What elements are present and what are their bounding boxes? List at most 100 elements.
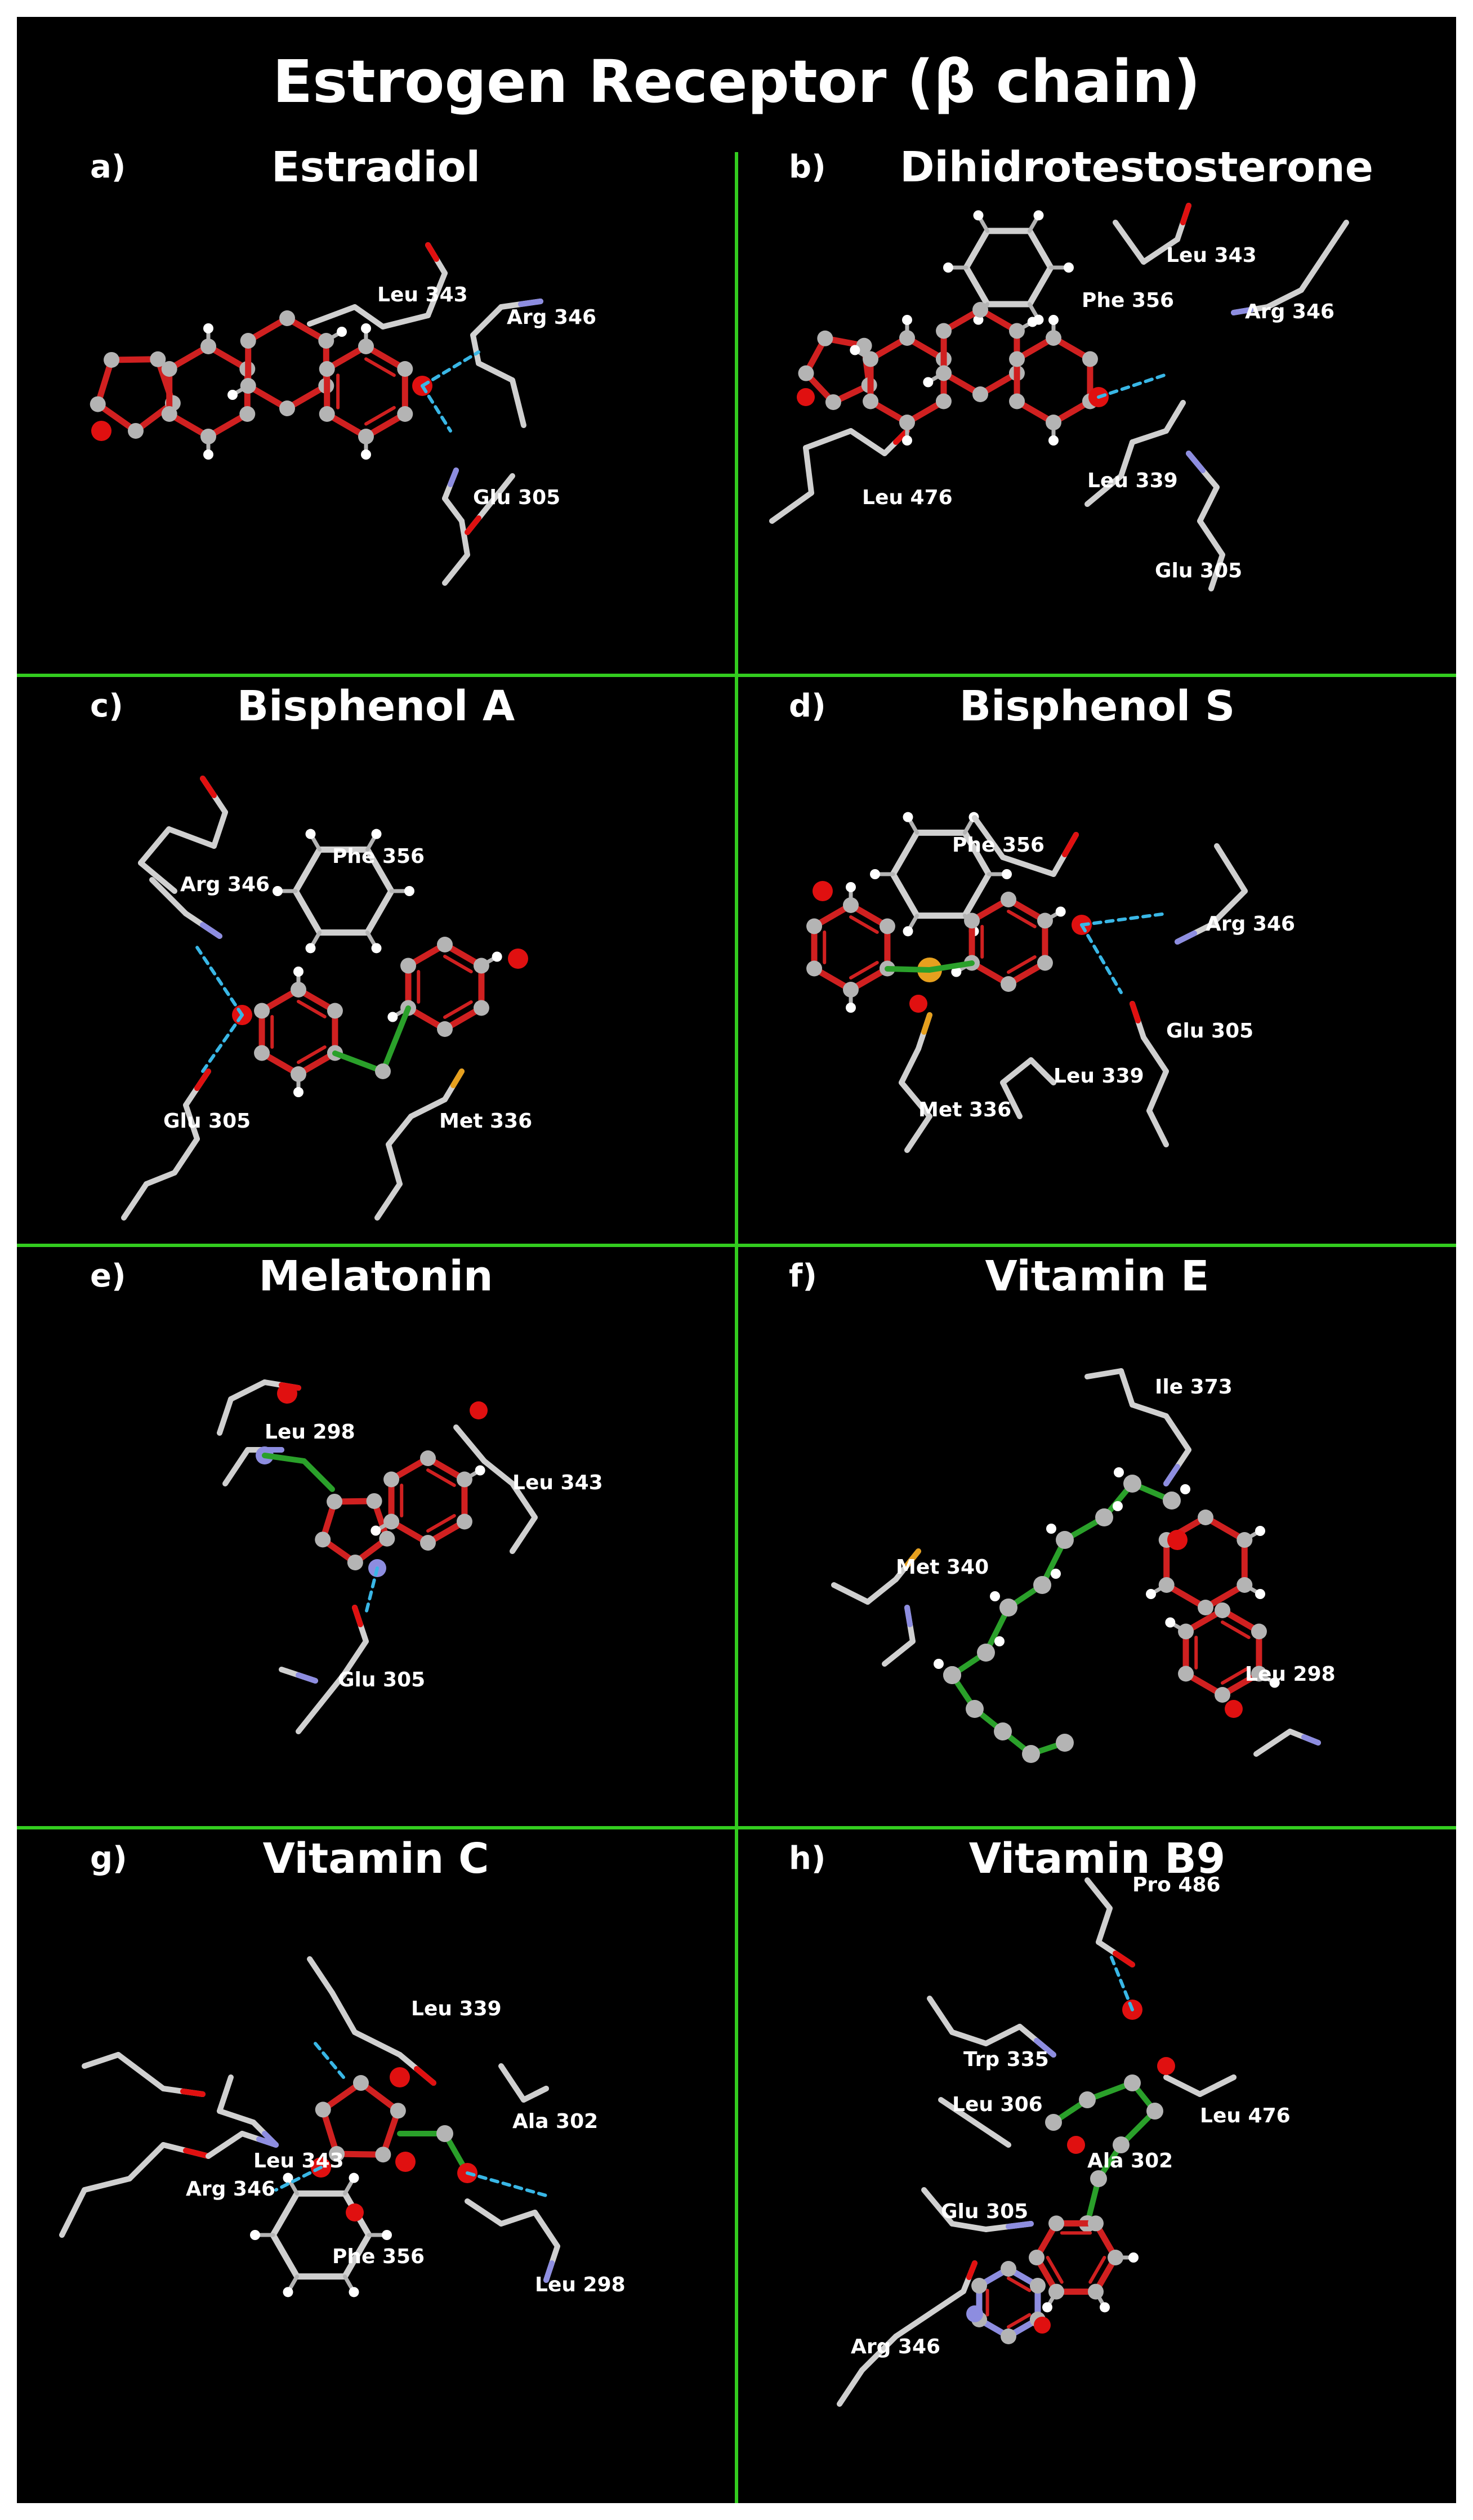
hydrogen-atom <box>1255 1589 1265 1599</box>
oxygen-atom <box>390 2067 410 2087</box>
aromatic-bond <box>364 357 396 377</box>
residue-stick <box>453 1424 487 1464</box>
residue-label: Arg 346 <box>507 306 596 329</box>
carbon-atom <box>1146 2103 1163 2120</box>
ring-bond <box>364 846 395 894</box>
panel-title: Vitamin B9 <box>968 1835 1226 1883</box>
chain-bond <box>301 1458 335 1492</box>
residue-stick-end <box>1175 930 1197 945</box>
residue-label: Leu 298 <box>265 1421 355 1444</box>
residue-stick <box>938 2097 977 2125</box>
residue-stick <box>459 518 470 558</box>
carbon-atom <box>161 406 177 422</box>
aromatic-bond <box>443 955 473 973</box>
carbon-atom <box>1009 393 1025 409</box>
hydrogen-atom <box>305 829 316 839</box>
residue-stick <box>82 2052 121 2069</box>
residue-stick <box>882 1639 916 1667</box>
residue-stick <box>1141 1035 1169 1074</box>
carbon-atom <box>943 1666 961 1684</box>
residue-label: Glu 305 <box>1155 559 1242 582</box>
panel-title: Vitamin E <box>985 1252 1209 1301</box>
carbon-atom <box>319 406 335 422</box>
residue-stick-end <box>296 1672 318 1684</box>
residue-stick-end <box>194 1068 211 1091</box>
hydrogen-atom <box>203 449 213 460</box>
carbon-atom <box>279 400 295 416</box>
hydrogen-atom <box>902 315 912 325</box>
carbon-atom <box>1198 1510 1213 1525</box>
hydrogen-atom <box>1146 1589 1157 1599</box>
hydrogen-atom <box>371 1525 381 1536</box>
residue-stick <box>1265 287 1304 310</box>
carbon-atom <box>375 1063 391 1079</box>
aromatic-bond <box>1221 1620 1251 1639</box>
carbon-atom <box>329 2146 345 2162</box>
residue-label: Leu 339 <box>1054 1065 1144 1088</box>
carbon-atom <box>1001 892 1016 907</box>
hydrogen-atom <box>951 967 962 977</box>
carbon-atom <box>966 1700 984 1718</box>
residue-label: Phe 356 <box>1082 289 1174 312</box>
residue-stick-end <box>448 468 459 487</box>
residue-stick-end <box>921 1012 932 1035</box>
hydrogen-bond <box>274 2166 323 2192</box>
carbon-atom <box>327 1493 343 1510</box>
residue-stick <box>831 1582 871 1605</box>
residue-label: Leu 343 <box>512 1471 603 1494</box>
residue-stick <box>1084 473 1124 507</box>
hydrogen-bond <box>195 946 244 1017</box>
hydrogen-bond <box>466 2171 548 2197</box>
residue-stick <box>1113 220 1146 265</box>
panel-letter: e) <box>90 1258 126 1294</box>
carbon-atom <box>420 1535 436 1551</box>
panel-title: Melatonin <box>258 1252 493 1301</box>
hydrogen-atom <box>293 967 303 977</box>
aromatic-bond <box>364 406 396 426</box>
residue-stick <box>121 1181 149 1221</box>
residue-stick <box>442 552 470 586</box>
residue-stick <box>476 360 515 383</box>
residue-stick <box>425 270 448 318</box>
hydrogen-atom <box>404 886 414 896</box>
residue-stick <box>949 2221 989 2232</box>
residue-stick-end <box>989 2131 1011 2148</box>
ring-bond <box>292 846 323 894</box>
residue-stick <box>307 1956 335 1996</box>
residue-stick <box>904 1114 932 1153</box>
aromatic-bond <box>849 915 879 934</box>
residue-stick <box>1000 1057 1034 1085</box>
residue-stick <box>183 1102 200 1142</box>
residue-stick <box>296 1700 324 1734</box>
carbon-atom <box>1079 2091 1096 2108</box>
residue-stick-end <box>450 1068 465 1088</box>
residue-stick-end <box>510 1531 526 1554</box>
residue-stick <box>172 1136 200 1176</box>
aromatic-bond <box>1088 2256 1106 2284</box>
carbon-atom <box>90 396 106 412</box>
residue-stick <box>127 2142 166 2181</box>
oxygen-atom <box>346 2203 364 2221</box>
oxygen-atom <box>395 2152 416 2172</box>
hydrogen-atom <box>1128 2252 1139 2263</box>
residue-stick <box>1146 1108 1169 1147</box>
residue-stick <box>1000 1080 1023 1119</box>
residue-label: Met 336 <box>439 1110 532 1133</box>
hydrogen-bond <box>314 2042 345 2079</box>
hydrogen-bond <box>421 384 452 433</box>
residue-stick <box>1214 843 1248 894</box>
residue-stick <box>217 2074 234 2114</box>
residue-stick <box>1130 1402 1169 1419</box>
ring-bond <box>364 888 395 936</box>
residue-label: Met 336 <box>918 1098 1011 1121</box>
residue-stick <box>442 496 465 524</box>
residue-stick <box>1197 484 1220 524</box>
residue-stick <box>848 428 887 456</box>
carbon-atom <box>806 960 823 977</box>
residue-stick-end <box>966 2260 977 2280</box>
chain-bond <box>927 960 975 973</box>
oxygen-atom <box>1157 2057 1175 2075</box>
carbon-atom <box>315 2102 331 2118</box>
